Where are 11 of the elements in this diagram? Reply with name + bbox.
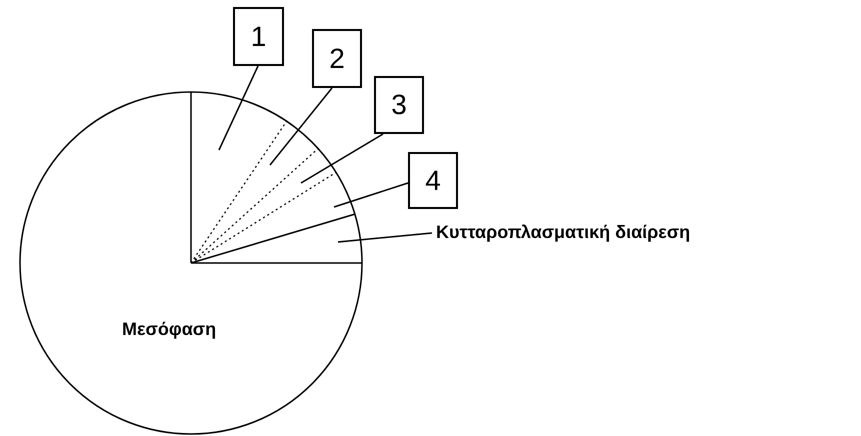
- phase-label: Κυτταροπλασματική διαίρεση: [436, 219, 690, 245]
- leader-line: [269, 88, 333, 166]
- leader-line: [338, 232, 432, 243]
- callout-box: 4: [408, 152, 458, 209]
- callout-box: 1: [233, 7, 284, 66]
- leader-line: [300, 133, 384, 184]
- leader-line: [334, 182, 408, 208]
- callout-box: 2: [312, 29, 362, 88]
- phase-label: Μεσόφαση: [122, 318, 216, 341]
- leader-line: [218, 66, 259, 150]
- callout-box: 3: [374, 76, 424, 134]
